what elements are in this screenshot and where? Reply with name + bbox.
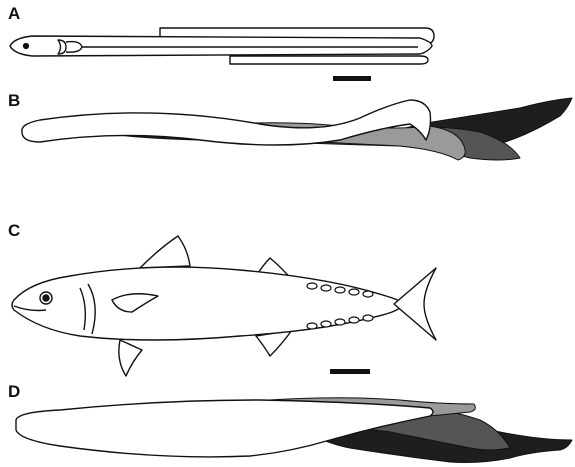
scale-bar-c [330, 369, 370, 374]
fish-pelvic-fin [119, 340, 142, 376]
finlet [349, 289, 359, 295]
finlet [307, 283, 317, 289]
finlet [363, 315, 373, 321]
finlet [321, 321, 331, 327]
finlet [335, 287, 345, 293]
finlet [307, 323, 317, 329]
panel-a-eel [10, 28, 434, 64]
finlet [321, 285, 331, 291]
eel-ventral-fin [230, 56, 428, 64]
fish-first-dorsal-fin [140, 236, 190, 268]
panel-b-trace [22, 98, 572, 160]
eel-eye [24, 44, 29, 49]
panel-d-trace [16, 398, 572, 463]
eel-body [10, 36, 432, 56]
fish-body [12, 267, 404, 340]
finlet [335, 319, 345, 325]
fish-tail [394, 268, 436, 340]
finlet [349, 317, 359, 323]
scale-bar-a [333, 76, 371, 81]
finlet [363, 291, 373, 297]
fish-pupil [43, 295, 49, 301]
panel-c-fish [12, 236, 436, 376]
